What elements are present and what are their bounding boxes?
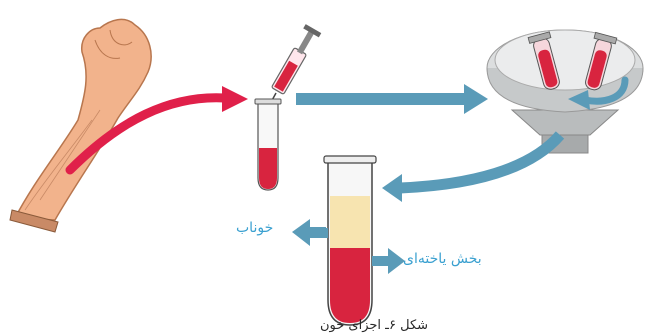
plasma-pointer-arrow [292,219,328,246]
centrifuge-illustration [487,30,643,153]
blue-arrow-to-large-tube [382,135,560,202]
cellular-part-label: بخش یاخته‌ای [403,251,482,267]
large-test-tube [324,156,376,325]
small-test-tube [255,99,281,190]
syringe-illustration [270,24,321,104]
cells-pointer-arrow [372,248,405,274]
plasma-label: خوناب [236,220,273,236]
blue-arrow-to-centrifuge [296,84,488,114]
